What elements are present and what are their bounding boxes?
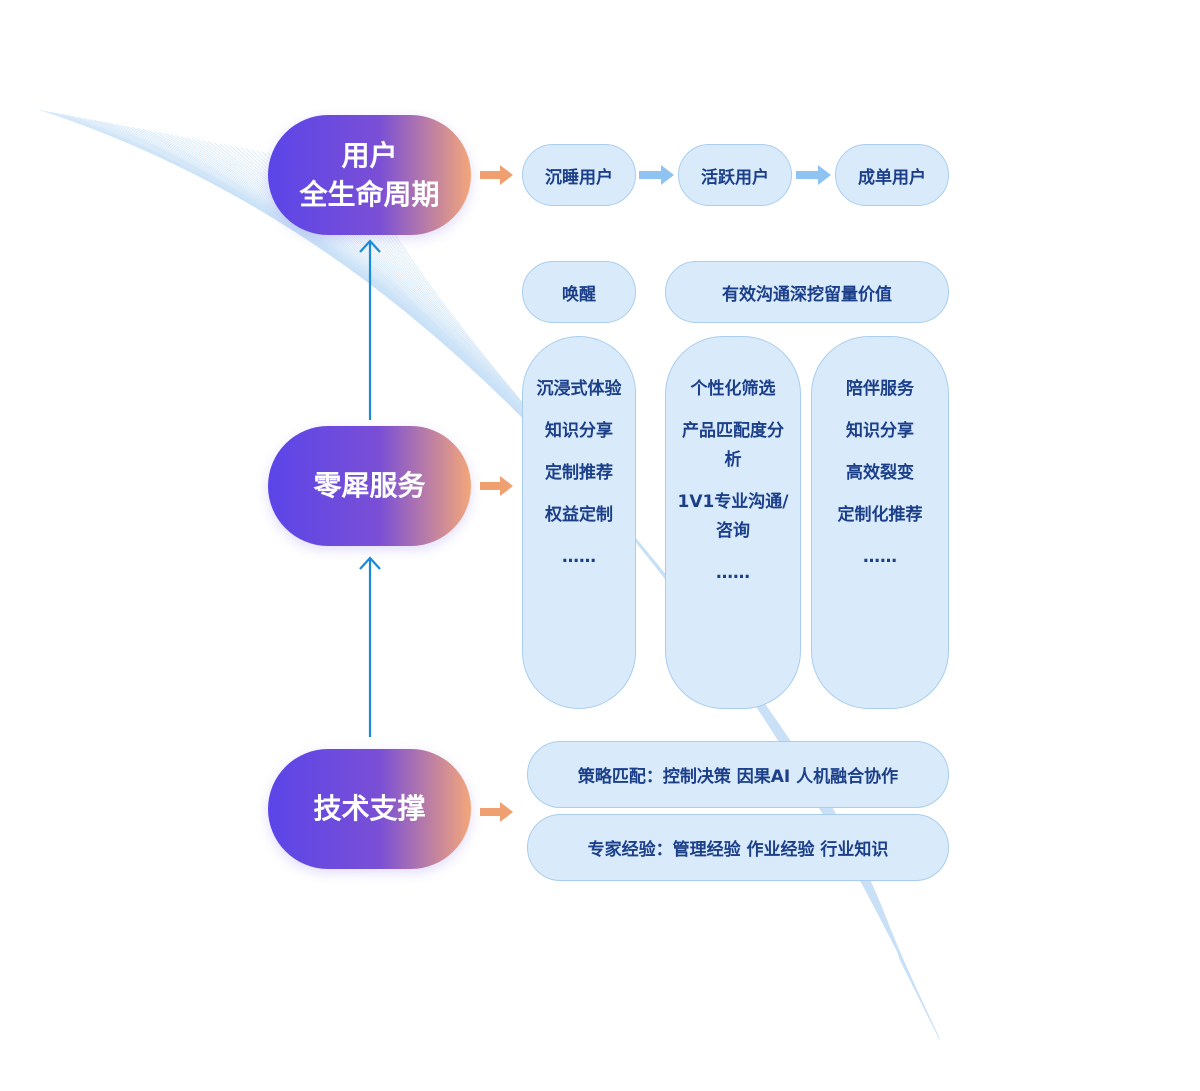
tech-right-arrow [480,802,513,822]
wave-line [99,120,933,1026]
header-value-label: 有效沟通深挖留量价值 [722,284,892,305]
lifecycle-node: 用户 全生命周期 [268,115,471,235]
service-node: 零犀服务 [268,426,471,546]
stage-dormant-user: 沉睡用户 [522,144,636,206]
lifecycle-right-arrow [480,165,513,185]
wave-line [67,114,937,1034]
service-node-label: 零犀服务 [313,469,426,503]
column-3-ellipsis: …… [863,547,897,567]
service-column-2: 个性化筛选 产品匹配度分析 1V1专业沟通/咨询 …… [665,336,801,709]
stage-dormant-user-label: 沉睡用户 [545,167,613,188]
header-value: 有效沟通深挖留量价值 [665,261,949,323]
wave-line [45,110,940,1039]
wave-line [39,109,941,1041]
tech-to-service-arrow [359,556,381,737]
stage-arrow-1 [639,165,674,185]
column-2-ellipsis: …… [716,563,750,583]
column-1-item: 沉浸式体验 [536,379,622,399]
stage-active-user: 活跃用户 [678,144,792,206]
tech-node-label: 技术支撑 [313,792,426,826]
stage-arrow-2 [796,165,831,185]
tech-row-strategy-label: 策略匹配：控制决策 因果AI 人机融合协作 [577,767,899,787]
wave-line [50,111,939,1038]
tech-row-strategy: 策略匹配：控制决策 因果AI 人机融合协作 [527,741,949,808]
tech-node: 技术支撑 [268,749,471,869]
wave-line [88,118,935,1028]
wave-line [61,113,938,1035]
column-1-item: 定制推荐 [545,463,613,483]
wave-line [110,122,932,1023]
column-1-ellipsis: …… [562,547,596,567]
stage-converted-user-label: 成单用户 [858,167,926,188]
wave-line [104,121,933,1024]
wave-line [83,117,935,1030]
service-column-3: 陪伴服务 知识分享 高效裂变 定制化推荐 …… [811,336,949,709]
service-column-1: 沉浸式体验 知识分享 定制推荐 权益定制 …… [522,336,636,709]
tech-row-expertise: 专家经验：管理经验 作业经验 行业知识 [527,814,949,881]
column-3-item: 高效裂变 [846,463,914,483]
column-3-item: 定制化推荐 [837,505,923,525]
stage-converted-user: 成单用户 [835,144,949,206]
header-wake: 唤醒 [522,261,636,323]
column-3-item: 陪伴服务 [846,379,914,399]
service-to-lifecycle-arrow [359,239,381,420]
column-3-item: 知识分享 [846,421,914,441]
column-1-item: 权益定制 [545,505,613,525]
column-2-item: 1V1专业沟通/咨询 [677,492,789,541]
column-2-item: 个性化筛选 [690,379,776,399]
wave-line [77,116,936,1031]
wave-line [94,119,934,1027]
stage-active-user-label: 活跃用户 [701,167,769,188]
wave-line [72,115,937,1032]
lifecycle-node-line2: 全生命周期 [299,178,440,211]
wave-line [56,112,939,1037]
tech-row-expertise-label: 专家经验：管理经验 作业经验 行业知识 [587,840,889,860]
header-wake-label: 唤醒 [562,284,596,305]
column-1-item: 知识分享 [545,421,613,441]
column-2-item: 产品匹配度分析 [682,421,784,470]
lifecycle-node-line1: 用户 [341,138,398,172]
service-right-arrow [480,476,513,496]
